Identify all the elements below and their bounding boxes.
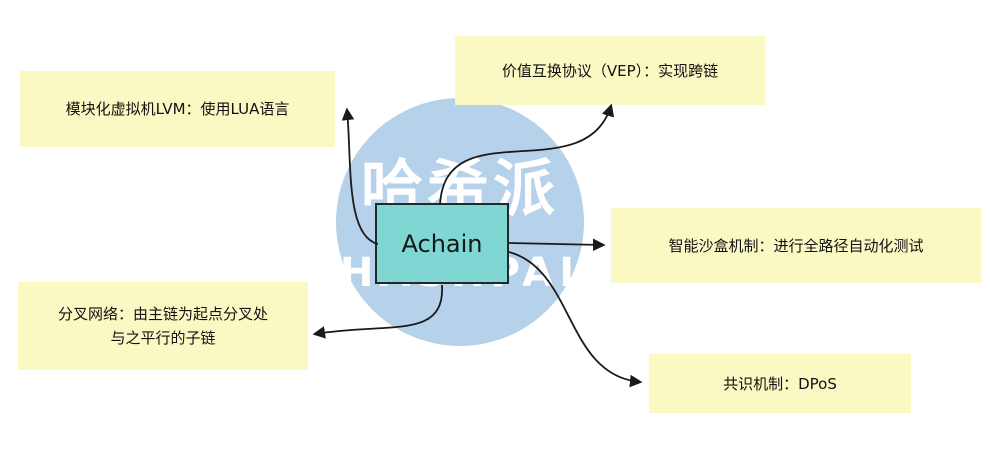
node-consensus-label: 共识机制：DPoS <box>723 374 837 393</box>
node-fork-label-line2: 与之平行的子链 <box>110 329 216 347</box>
node-consensus: 共识机制：DPoS <box>649 354 911 413</box>
node-vep: 价值互换协议（VEP）：实现跨链 <box>455 36 765 105</box>
node-sandbox: 智能沙盒机制：进行全路径自动化测试 <box>611 208 981 283</box>
node-fork: 分叉网络：由主链为起点分叉处 与之平行的子链 <box>18 282 308 370</box>
center-node-achain: Achain <box>375 203 509 284</box>
connector-to-consensus <box>508 251 643 388</box>
connector-to-fork <box>312 284 443 339</box>
connector-to-lvm <box>341 107 379 245</box>
node-lvm-label: 模块化虚拟机LVM：使用LUA语言 <box>65 100 290 118</box>
node-lvm: 模块化虚拟机LVM：使用LUA语言 <box>20 71 335 147</box>
node-sandbox-label: 智能沙盒机制：进行全路径自动化测试 <box>668 236 924 255</box>
center-node-label: Achain <box>401 229 483 258</box>
node-fork-label-line1: 分叉网络：由主链为起点分叉处 <box>57 305 268 323</box>
node-vep-label: 价值互换协议（VEP）：实现跨链 <box>501 61 719 80</box>
connector-to-vep <box>439 103 615 206</box>
connector-to-sandbox <box>508 238 606 252</box>
